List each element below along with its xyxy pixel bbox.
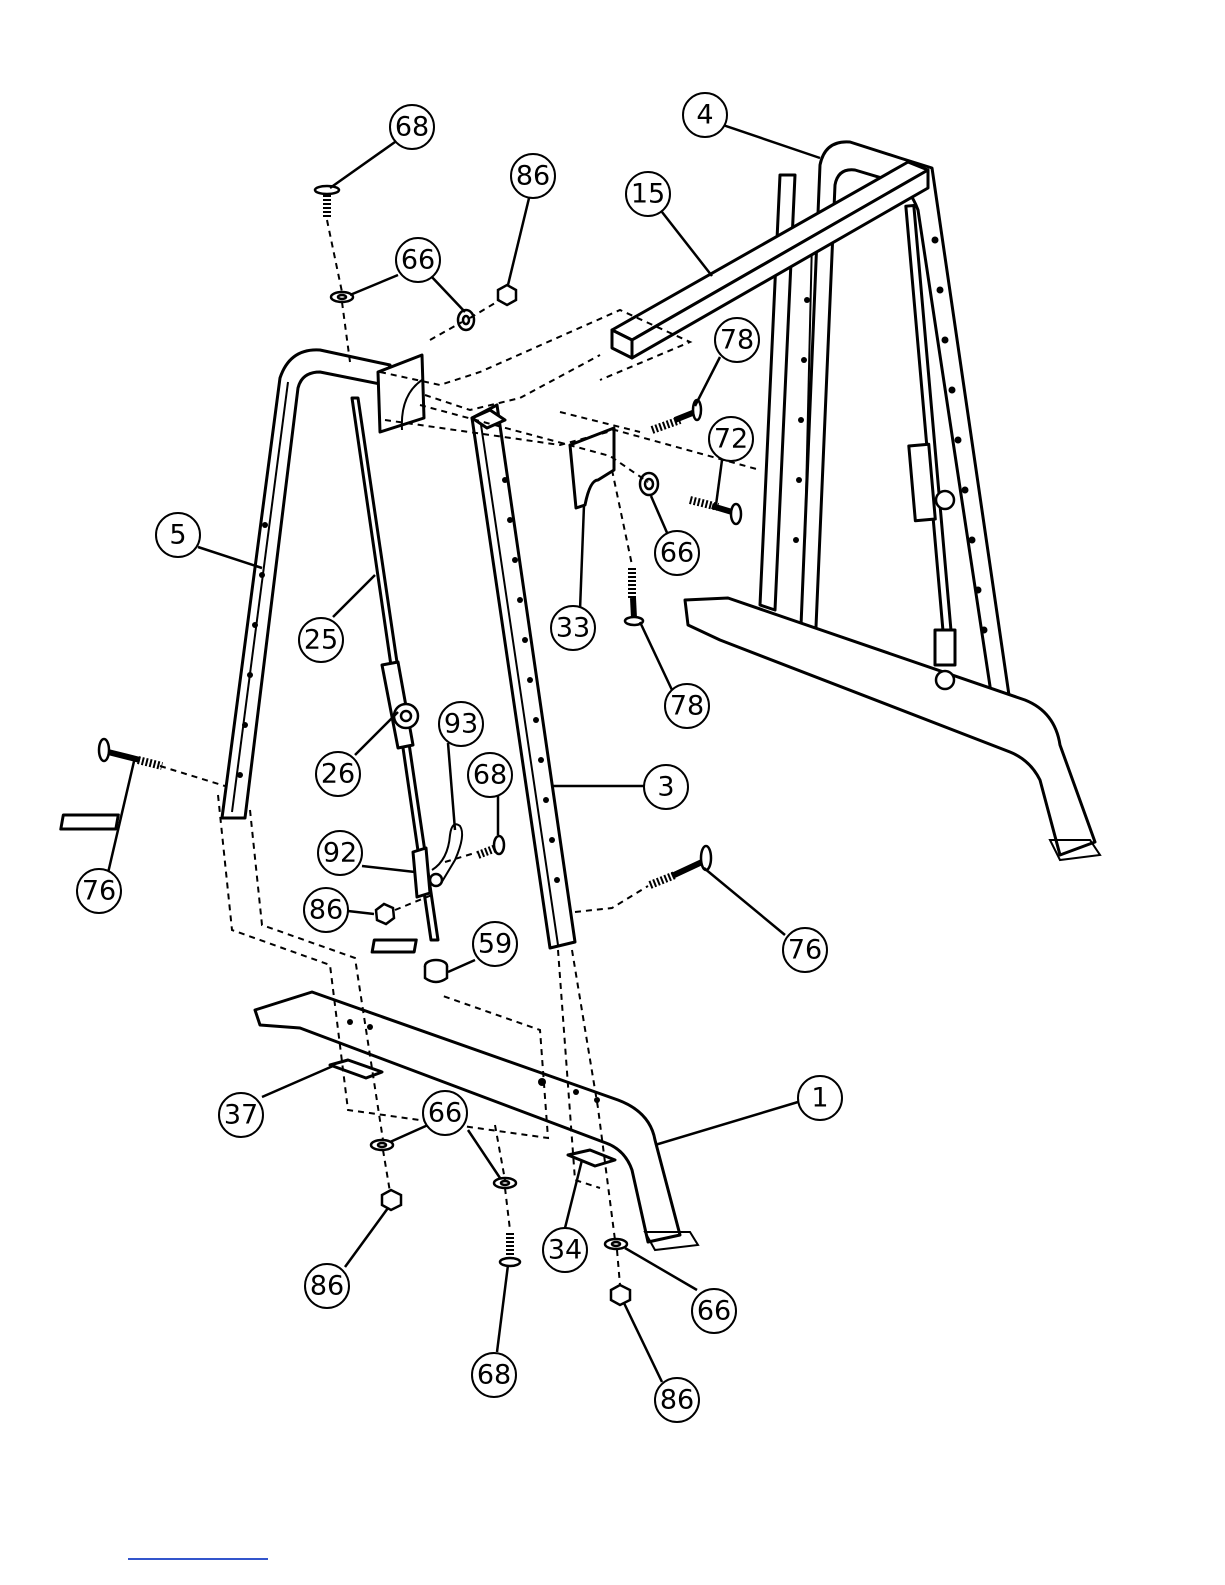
callout-78-upper: 78 <box>715 318 759 362</box>
svg-text:86: 86 <box>309 895 343 926</box>
callout-86-mid: 86 <box>304 888 348 932</box>
callout-76-left: 76 <box>77 869 121 913</box>
svg-text:4: 4 <box>696 100 713 131</box>
svg-text:86: 86 <box>660 1385 694 1416</box>
callout-3: 3 <box>644 765 688 809</box>
svg-text:25: 25 <box>304 625 338 656</box>
svg-text:86: 86 <box>516 161 550 192</box>
svg-text:66: 66 <box>428 1098 462 1129</box>
plate-37 <box>330 1060 382 1078</box>
callout-4: 4 <box>683 93 727 137</box>
svg-text:66: 66 <box>697 1296 731 1327</box>
callout-33: 33 <box>551 606 595 650</box>
svg-text:78: 78 <box>670 691 704 722</box>
svg-text:92: 92 <box>323 838 357 869</box>
svg-text:78: 78 <box>720 325 754 356</box>
base-frame <box>255 992 698 1250</box>
footer-rule <box>128 1558 268 1560</box>
svg-text:72: 72 <box>714 424 748 455</box>
callout-1: 1 <box>798 1076 842 1120</box>
svg-text:37: 37 <box>224 1100 258 1131</box>
svg-text:66: 66 <box>660 538 694 569</box>
callout-34: 34 <box>543 1228 587 1272</box>
callout-59: 59 <box>473 922 517 966</box>
svg-text:3: 3 <box>657 772 674 803</box>
callout-25: 25 <box>299 618 343 662</box>
callout-92: 92 <box>318 831 362 875</box>
callout-78-lower: 78 <box>665 684 709 728</box>
callout-15: 15 <box>626 172 670 216</box>
callout-66-mid: 66 <box>655 531 699 575</box>
callout-68-bottom: 68 <box>472 1353 516 1397</box>
callout-37: 37 <box>219 1093 263 1137</box>
callout-93: 93 <box>439 702 483 746</box>
svg-text:68: 68 <box>473 760 507 791</box>
svg-text:68: 68 <box>395 112 429 143</box>
svg-text:1: 1 <box>811 1083 828 1114</box>
plate-34 <box>568 1150 615 1166</box>
svg-text:26: 26 <box>321 759 355 790</box>
svg-text:66: 66 <box>401 245 435 276</box>
callout-86-top: 86 <box>511 154 555 198</box>
callout-5: 5 <box>156 513 200 557</box>
svg-text:68: 68 <box>477 1360 511 1391</box>
svg-text:59: 59 <box>478 929 512 960</box>
svg-text:34: 34 <box>548 1235 582 1266</box>
callout-86-bottom: 86 <box>655 1378 699 1422</box>
svg-text:76: 76 <box>82 876 116 907</box>
callout-66-low1: 66 <box>423 1091 467 1135</box>
svg-text:5: 5 <box>169 520 186 551</box>
svg-text:76: 76 <box>788 935 822 966</box>
svg-text:33: 33 <box>556 613 590 644</box>
callout-86-low1: 86 <box>305 1264 349 1308</box>
callout-26: 26 <box>316 752 360 796</box>
callout-68-top: 68 <box>390 105 434 149</box>
callout-68-mid: 68 <box>468 753 512 797</box>
callout-66-top: 66 <box>396 238 440 282</box>
svg-text:15: 15 <box>631 179 665 210</box>
svg-text:93: 93 <box>444 709 478 740</box>
rear-frame <box>685 142 1100 860</box>
callout-72: 72 <box>709 417 753 461</box>
svg-text:86: 86 <box>310 1271 344 1302</box>
callout-66-low3: 66 <box>692 1289 736 1333</box>
callout-76-right: 76 <box>783 928 827 972</box>
